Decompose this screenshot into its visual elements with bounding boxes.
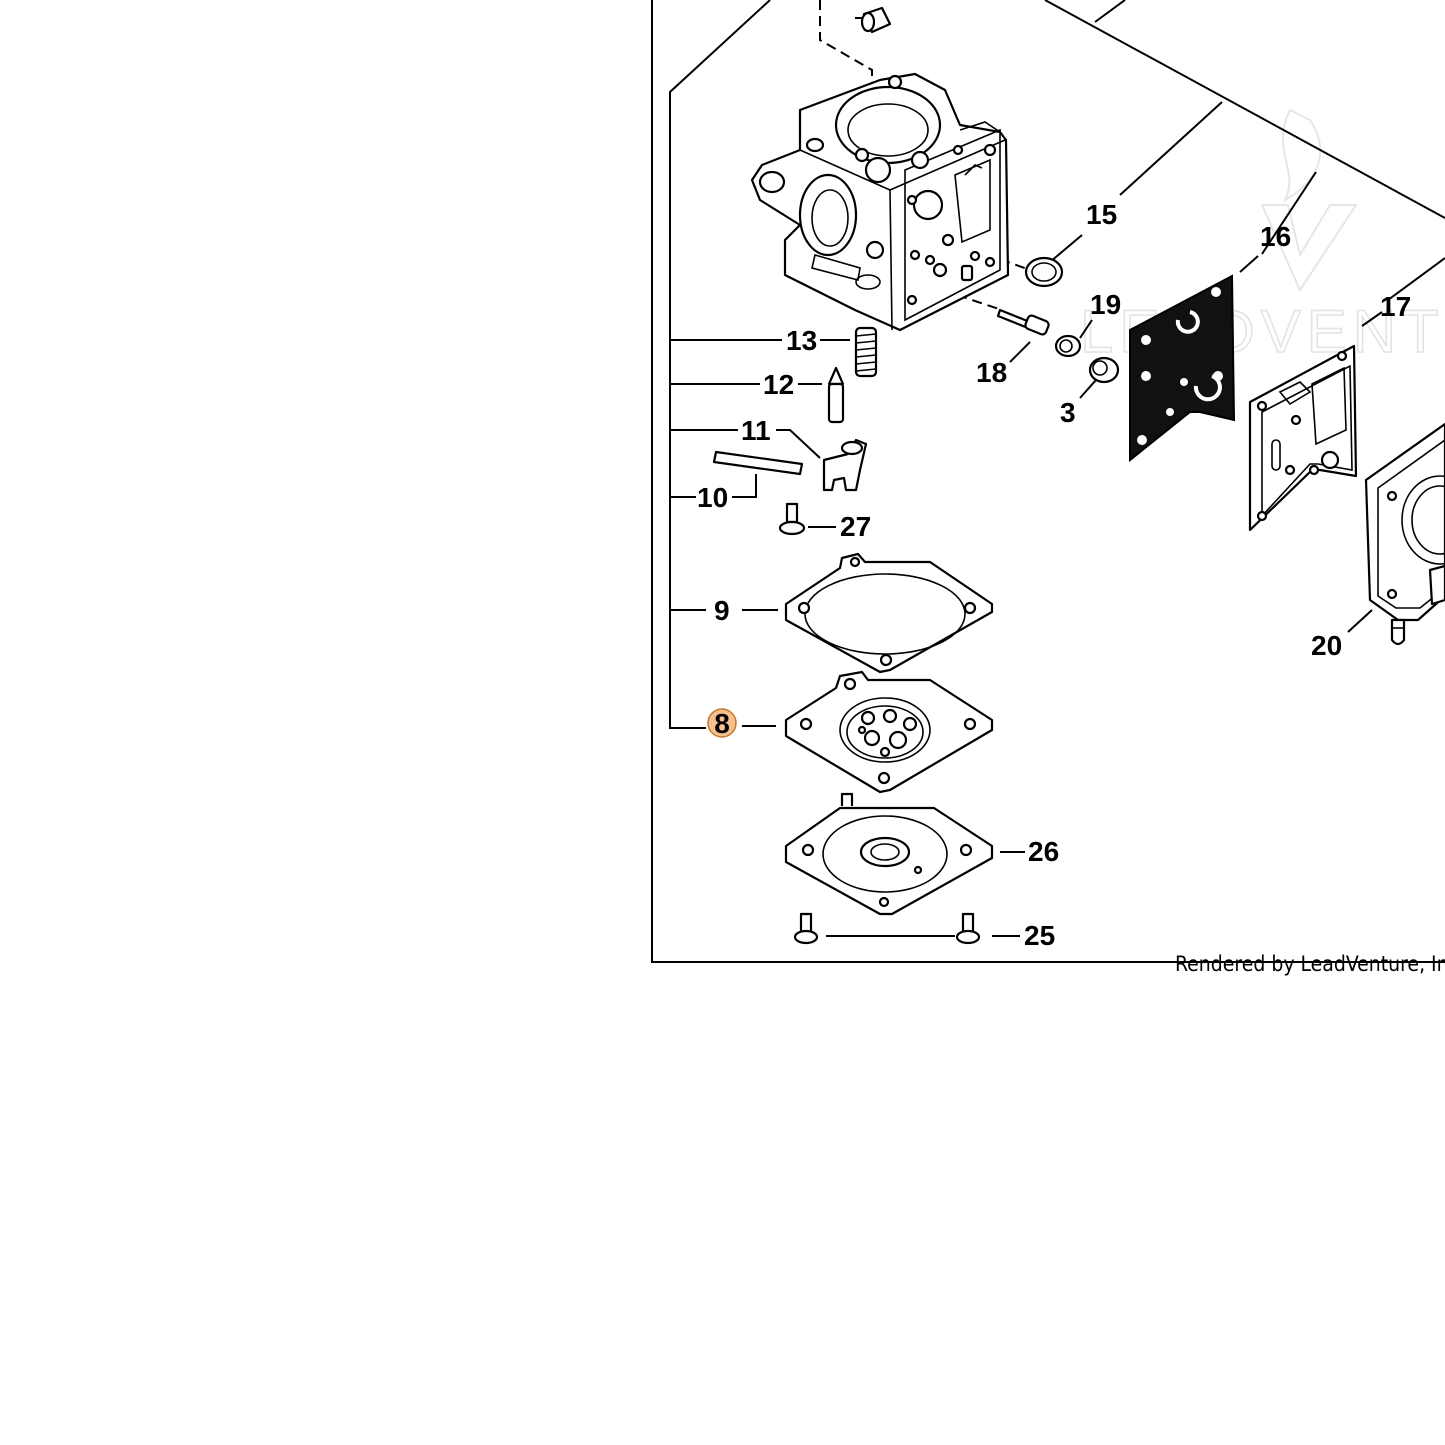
filter-15: [1024, 256, 1064, 288]
callout-9[interactable]: 9: [714, 595, 730, 626]
leader-lines: [670, 101, 1445, 937]
gasket-9: [784, 552, 994, 674]
gasket-17: [1248, 344, 1358, 532]
spring-13: [854, 326, 878, 378]
callout-27[interactable]: 27: [840, 511, 871, 542]
callout-26[interactable]: 26: [1028, 836, 1059, 867]
callout-12[interactable]: 12: [763, 369, 794, 400]
callout-3[interactable]: 3: [1060, 397, 1076, 428]
cap-3: [1088, 356, 1120, 384]
callout-13[interactable]: 13: [786, 325, 817, 356]
ring-19: [1054, 334, 1082, 358]
gasket-16: [1129, 274, 1236, 463]
callout-17[interactable]: 17: [1380, 291, 1411, 322]
cover-26: [784, 792, 994, 916]
needle-screw-18: [996, 308, 1050, 336]
callout-18[interactable]: 18: [976, 357, 1007, 388]
callout-19[interactable]: 19: [1090, 289, 1121, 320]
callout-8[interactable]: 8: [714, 708, 730, 739]
assembly-frame: [651, 0, 1445, 963]
pin-10: [712, 450, 804, 476]
callout-10[interactable]: 10: [697, 482, 728, 513]
top-bushing: [860, 6, 892, 34]
callout-16[interactable]: 16: [1260, 221, 1291, 252]
render-credit: Rendered by LeadVenture, Inc.: [1175, 952, 1445, 976]
callout-15[interactable]: 15: [1086, 199, 1117, 230]
lever-11: [822, 438, 868, 492]
screws-25: [793, 912, 981, 945]
carburetor-body: [750, 72, 1010, 332]
needle-12: [827, 366, 845, 424]
callout-labels: 15 16 17 19 18 3 13 12 11 10 27 9 8 26 2…: [697, 199, 1411, 951]
callout-11[interactable]: 11: [741, 415, 771, 446]
screw-27: [778, 502, 806, 536]
callout-25[interactable]: 25: [1024, 920, 1055, 951]
callout-8-highlight[interactable]: [707, 708, 737, 738]
pump-body-20: [1364, 422, 1445, 646]
diaphragm-8: [784, 670, 994, 794]
callout-20[interactable]: 20: [1311, 630, 1342, 661]
